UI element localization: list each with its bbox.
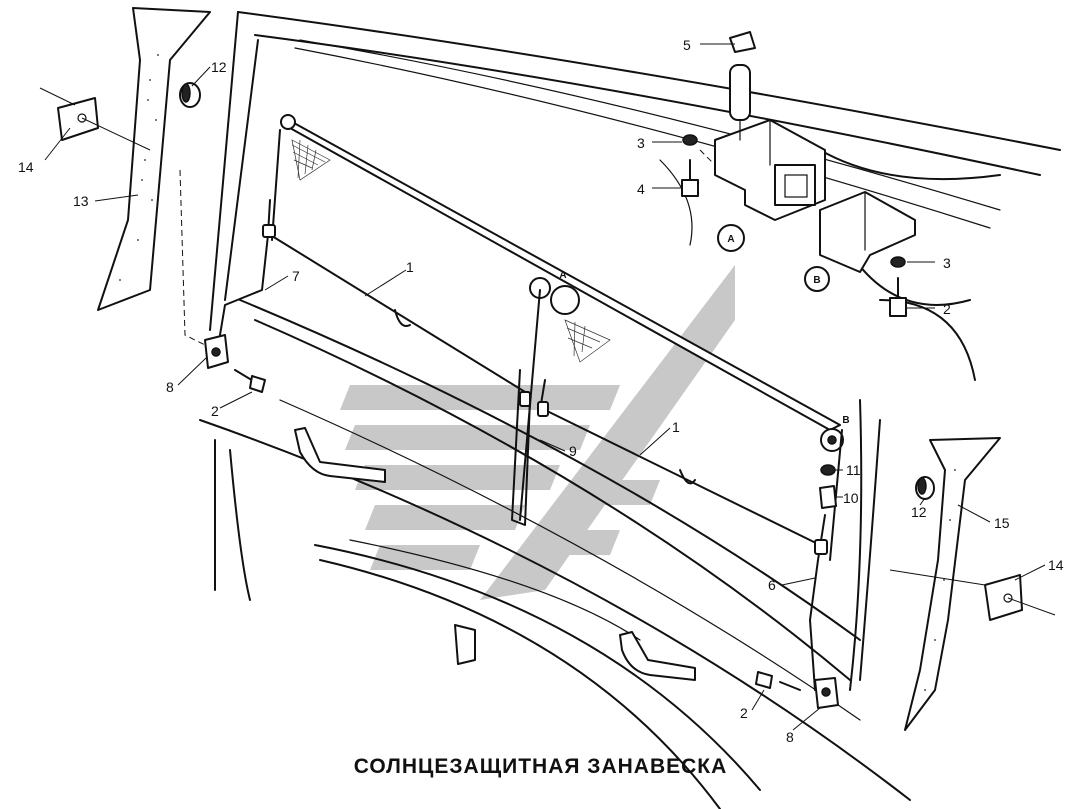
dash-handle-right xyxy=(619,631,696,681)
pillar-trim-right xyxy=(904,437,1001,731)
callout-8-b: 8 xyxy=(786,729,794,745)
curtain-frame xyxy=(271,129,843,561)
callout-2-c: 2 xyxy=(943,301,951,317)
curtain-roller xyxy=(280,114,844,452)
callout-15: 15 xyxy=(994,515,1010,531)
callout-3-b: 3 xyxy=(943,255,951,271)
plug-right xyxy=(915,476,935,500)
callout-1-a: 1 xyxy=(406,259,414,275)
drawing-caption: СОЛНЦЕЗАЩИТНАЯ ЗАНАВЕСКА xyxy=(353,755,728,778)
detail-a-housing xyxy=(714,119,826,221)
guide-rod-left xyxy=(219,199,276,336)
pivot-a-letter: A xyxy=(559,270,566,281)
bracket-left xyxy=(204,334,229,369)
dash-handle-left xyxy=(294,427,386,483)
watermark-logo xyxy=(340,265,735,600)
callout-2-a: 2 xyxy=(211,403,219,419)
callout-labels: 5 3 4 3 2 12 14 13 1 1 7 8 2 9 11 10 6 2… xyxy=(18,37,1064,745)
pillar-trim-left xyxy=(97,7,211,311)
bushing xyxy=(819,485,837,509)
curtain-mesh xyxy=(291,139,611,363)
callout-11: 11 xyxy=(846,462,861,478)
view-marker-a-letter: A xyxy=(727,234,734,245)
callout-14-a: 14 xyxy=(18,159,34,175)
guide-rod-right xyxy=(809,514,828,691)
clip-left xyxy=(39,87,151,151)
windshield-frame xyxy=(199,11,1061,809)
callout-3-a: 3 xyxy=(637,135,645,151)
washer xyxy=(820,464,836,476)
callout-leaders xyxy=(44,43,1046,731)
clip-right xyxy=(889,569,1056,621)
detail-a-screw xyxy=(681,159,699,197)
callout-13: 13 xyxy=(73,193,89,209)
callout-4: 4 xyxy=(637,181,645,197)
pivot-b-letter: B xyxy=(842,415,849,426)
callout-14-b: 14 xyxy=(1048,557,1064,573)
callout-6: 6 xyxy=(768,577,776,593)
callout-10: 10 xyxy=(843,490,859,506)
screw-right xyxy=(755,671,801,691)
callout-12-a: 12 xyxy=(211,59,227,75)
detail-b-cap xyxy=(819,191,916,273)
callout-12-b: 12 xyxy=(911,504,927,520)
dash-block xyxy=(454,624,476,665)
callout-7: 7 xyxy=(292,268,300,284)
callout-5: 5 xyxy=(683,37,691,53)
detail-a-nut xyxy=(682,134,698,146)
guide-rod-center xyxy=(511,369,549,526)
detail-b-nut xyxy=(890,256,906,268)
callout-2-b: 2 xyxy=(740,705,748,721)
detail-a-spring xyxy=(729,64,751,141)
view-marker-b: B xyxy=(804,266,830,292)
view-marker-a: A xyxy=(717,224,745,252)
view-marker-b-letter: B xyxy=(813,275,820,286)
plug-left xyxy=(179,82,201,108)
callout-1-b: 1 xyxy=(672,419,680,435)
callout-9: 9 xyxy=(569,443,577,459)
detail-a-clip xyxy=(729,31,756,53)
detail-b-screw xyxy=(889,277,907,317)
callout-8-a: 8 xyxy=(166,379,174,395)
screw-left xyxy=(234,369,266,393)
bracket-right xyxy=(814,677,839,709)
